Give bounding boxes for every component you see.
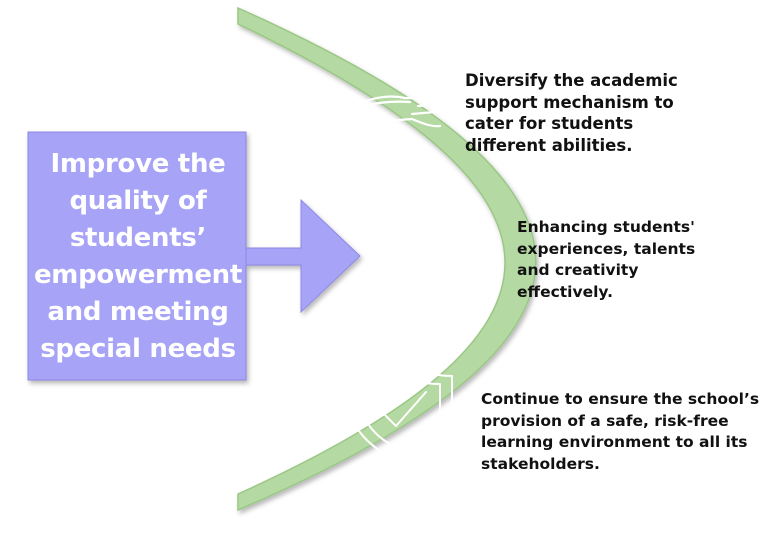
point-line: different abilities.: [465, 135, 633, 155]
head-lightbulb-icon: [399, 212, 499, 319]
point-line: Enhancing students': [517, 218, 695, 236]
main-box-line: quality of: [69, 186, 207, 216]
point-talents-creativity: Enhancing students' experiences, talents…: [517, 217, 695, 303]
point-academic-support: Diversify the academic support mechanism…: [465, 70, 678, 156]
handshake-icon: [330, 95, 453, 134]
arrow-head: [245, 198, 361, 314]
main-arrow: [27, 131, 361, 381]
point-line: Continue to ensure the school’s: [481, 390, 760, 408]
main-box-line: students’: [69, 223, 207, 253]
shield-check-icon: [351, 361, 453, 463]
point-line: support mechanism to: [465, 92, 674, 112]
main-box-text: Improve the quality of students’ empower…: [32, 146, 244, 368]
point-line: learning environment to all its: [481, 433, 748, 451]
point-line: and creativity: [517, 261, 639, 279]
main-box-line: and meeting: [47, 297, 229, 327]
curved-band: [237, 6, 537, 512]
point-line: Diversify the academic: [465, 71, 678, 90]
main-box-line: empowerment: [33, 260, 243, 290]
point-line: stakeholders.: [481, 454, 600, 473]
point-line: experiences, talents: [517, 239, 696, 258]
point-line: provision of a safe, risk-free: [481, 411, 729, 430]
main-box-line: Improve the: [50, 149, 226, 179]
main-box-line: special needs: [40, 334, 236, 364]
point-line: effectively.: [517, 282, 613, 301]
main-box: [27, 131, 247, 381]
point-line: cater for students: [465, 114, 634, 133]
point-safe-environment: Continue to ensure the school’s provisio…: [481, 389, 759, 475]
